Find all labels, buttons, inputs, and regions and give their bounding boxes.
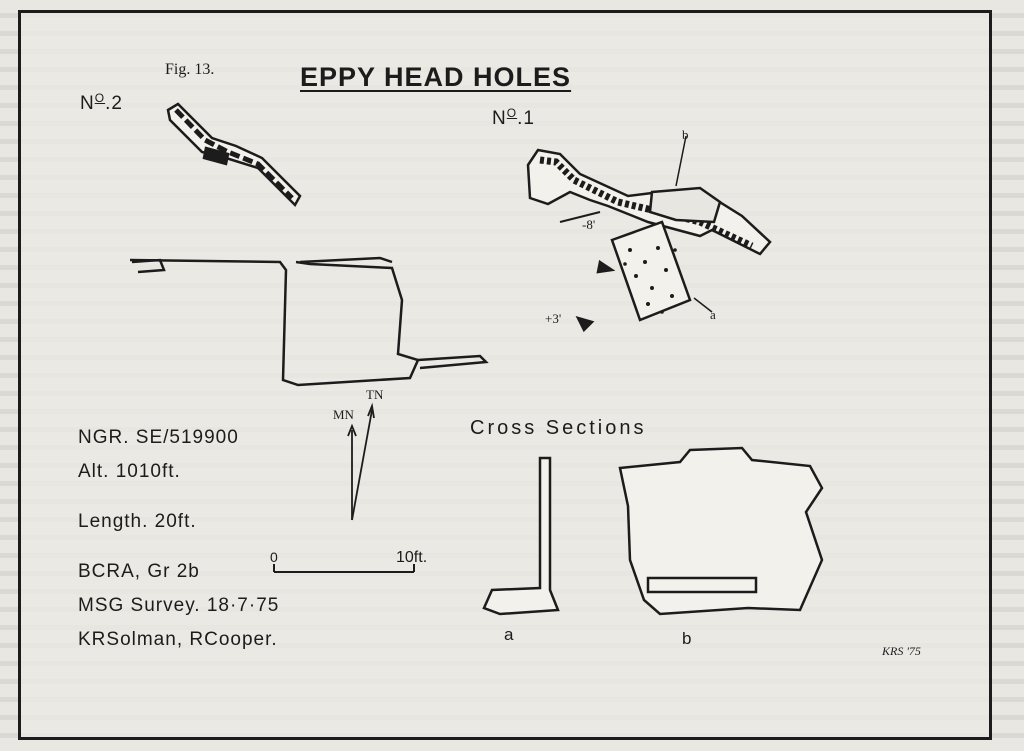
scale-zero-label: 0 xyxy=(270,549,278,565)
hole-2-section xyxy=(129,256,489,387)
scale-bar xyxy=(273,564,415,573)
north-arrows xyxy=(347,402,375,521)
true-north-label: TN xyxy=(366,387,384,402)
hole-1-prefix: N xyxy=(492,108,507,129)
altitude-text: Alt. 1010ft. xyxy=(78,461,181,482)
surveyors-text: KRSolman, RCooper. xyxy=(78,629,278,650)
magnetic-north-label: MN xyxy=(333,407,354,422)
rubble-dots xyxy=(623,246,677,314)
hole-2-plan xyxy=(166,102,302,208)
hole-2-label: NO.2 xyxy=(80,92,123,113)
length-text: Length. 20ft. xyxy=(78,511,197,532)
hole-1-plan xyxy=(526,135,772,333)
survey-text: MSG Survey. 18·7·75 xyxy=(78,595,280,616)
scale-ten-label: 10ft. xyxy=(396,549,428,566)
cross-section-a xyxy=(482,456,560,616)
cross-section-a-label: a xyxy=(504,625,514,644)
cross-sections-title: Cross Sections xyxy=(470,417,647,439)
hole-2-prefix: N xyxy=(80,93,95,114)
hole-1-label: NO.1 xyxy=(492,107,535,128)
diagram-title: EPPY HEAD HOLES xyxy=(300,62,572,92)
depth-label-plus3: +3' xyxy=(545,311,562,326)
cross-section-b xyxy=(618,446,824,616)
cross-section-b-label: b xyxy=(682,629,692,648)
hole-2-sup: O xyxy=(94,91,106,105)
depth-label-minus8: -8' xyxy=(582,217,596,232)
hole-1-num: .1 xyxy=(517,108,535,129)
hole-2-num: .2 xyxy=(105,93,123,114)
artist-initials: KRS '75 xyxy=(882,644,921,658)
ngr-text: NGR. SE/519900 xyxy=(78,427,239,448)
plan-label-a: a xyxy=(710,307,716,322)
figure-label: Fig. 13. xyxy=(165,61,215,78)
hole-1-sup: O xyxy=(506,106,518,120)
plan-label-b: b xyxy=(682,127,689,142)
grade-text: BCRA, Gr 2b xyxy=(78,561,200,582)
